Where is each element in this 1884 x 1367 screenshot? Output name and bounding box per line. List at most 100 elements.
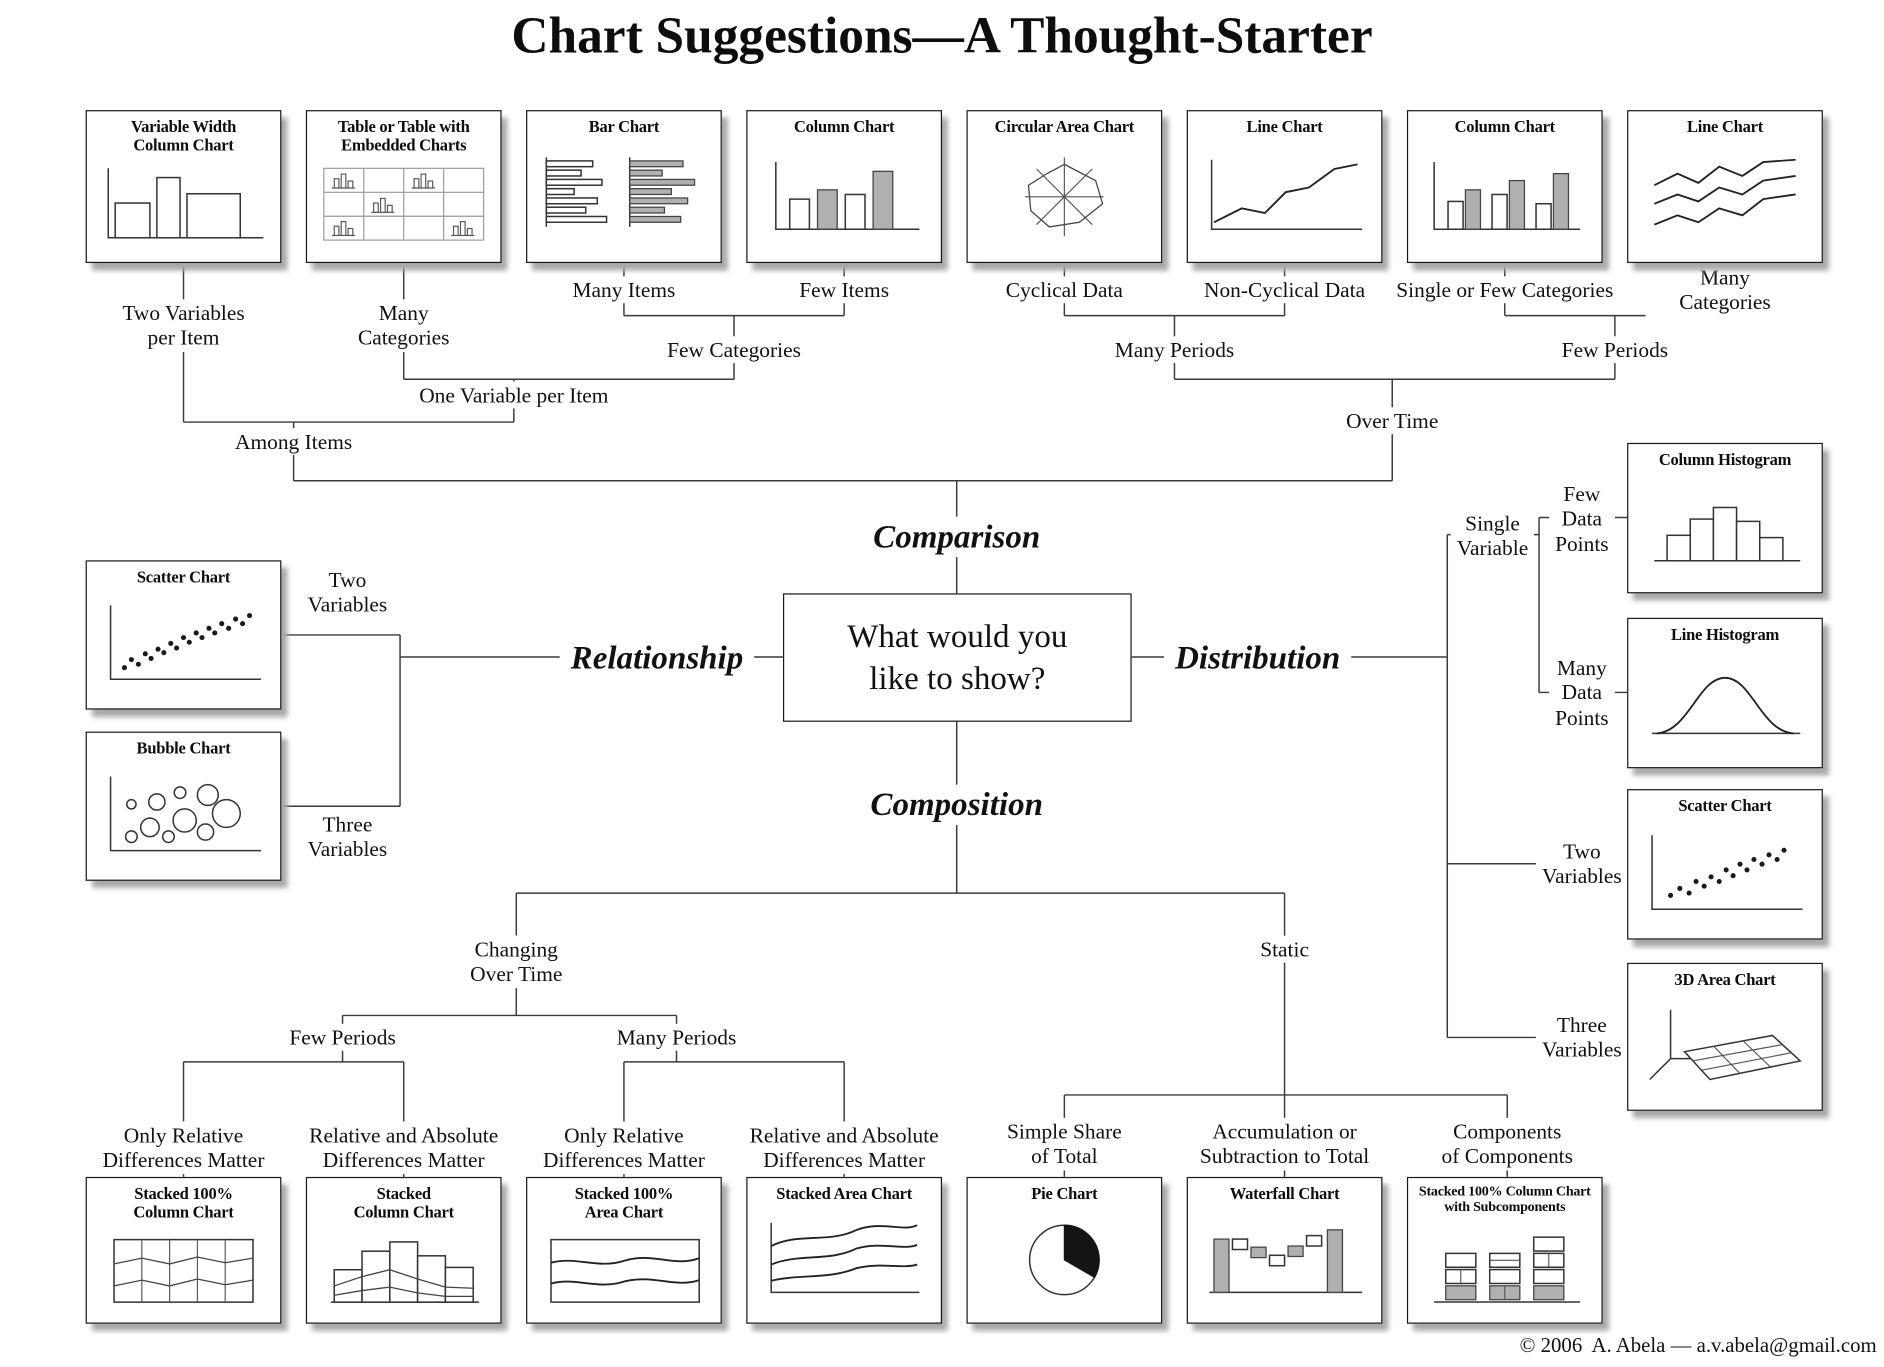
column-chart-icon [775, 161, 920, 230]
chart-box-title: Line Chart [1246, 117, 1323, 136]
branch-comparison: Comparison [862, 516, 1052, 558]
chart-box-bar-chart: Bar Chart [526, 110, 722, 264]
condition-two-variables-per-item: Two Variables per Item [116, 299, 251, 352]
line-histogram-icon [1652, 676, 1801, 734]
condition-many-data-points: Many Data Points [1548, 653, 1615, 731]
condition-non-cyclical-data: Non-Cyclical Data [1197, 276, 1372, 304]
chart-box-title: Line Chart [1686, 117, 1763, 136]
chart-box-pie: Pie Chart [966, 1176, 1163, 1324]
condition-few-data-points: Few Data Points [1548, 480, 1615, 558]
chart-box-scatter-distribution: Scatter Chart [1627, 789, 1823, 940]
embedded-table-chart-icon [323, 168, 485, 241]
condition-many-items: Many Items [566, 276, 682, 304]
chart-box-line-histogram: Line Histogram [1627, 617, 1823, 769]
condition-one-variable-per-item: One Variable per Item [413, 381, 615, 409]
condition-three-variables-relationship: Three Variables [301, 810, 394, 863]
condition-changing-over-time: Changing Over Time [464, 935, 569, 988]
condition-relative-absolute-few: Relative and Absolute Differences Matter [303, 1121, 505, 1174]
page-title: Chart Suggestions—A Thought-Starter [511, 8, 1373, 65]
chart-box-title: Circular Area Chart [994, 117, 1135, 136]
pie-chart-icon [1028, 1224, 1100, 1296]
chart-box-scatter: Scatter Chart [85, 560, 282, 710]
chart-box-bubble: Bubble Chart [85, 731, 282, 881]
chart-box-stacked-100-area: Stacked 100% Area Chart [526, 1176, 722, 1324]
condition-few-periods: Few Periods [1555, 336, 1675, 364]
condition-only-relative-few: Only Relative Differences Matter [96, 1121, 271, 1174]
condition-simple-share-of-total: Simple Share of Total [1000, 1117, 1128, 1170]
copyright-footer: © 2006 A. Abela — a.v.abela@gmail.com [1519, 1333, 1877, 1357]
stacked-100-area-chart-icon [550, 1238, 700, 1303]
stacked-column-chart-icon [330, 1240, 479, 1303]
chart-box-title: Pie Chart [1031, 1184, 1098, 1203]
chart-box-title: Stacked Column Chart [353, 1184, 455, 1222]
chart-box-column-chart: Column Chart [746, 110, 943, 264]
scatter-chart-icon [1651, 834, 1803, 910]
chart-box-title: Line Histogram [1670, 625, 1780, 644]
center-question: What would you like to show? [847, 617, 1068, 696]
chart-box-stacked-100-column: Stacked 100% Column Chart [85, 1176, 282, 1324]
condition-many-periods-composition: Many Periods [610, 1023, 743, 1052]
condition-few-categories: Few Categories [661, 336, 808, 364]
branch-relationship: Relationship [559, 637, 755, 679]
bubble-chart-icon [109, 776, 262, 852]
branch-distribution: Distribution [1164, 637, 1352, 679]
condition-among-items: Among Items [228, 428, 359, 456]
condition-accumulation-to-total: Accumulation or Subtraction to Total [1193, 1117, 1376, 1170]
chart-box-title: Table or Table with Embedded Charts [337, 117, 470, 155]
circular-area-chart-icon [1024, 157, 1104, 236]
line-chart-icon [1210, 159, 1363, 230]
chart-box-title: Column Histogram [1658, 450, 1792, 469]
chart-box-title: Stacked 100% Area Chart [574, 1184, 674, 1222]
chart-box-waterfall: Waterfall Chart [1186, 1176, 1383, 1324]
variable-width-column-chart-icon [107, 168, 264, 239]
condition-cyclical-data: Cyclical Data [999, 276, 1130, 304]
condition-single-or-few-categories: Single or Few Categories [1390, 276, 1620, 304]
condition-three-variables-distribution: Three Variables [1535, 1011, 1628, 1064]
chart-box-title: Scatter Chart [1678, 796, 1772, 815]
grouped-column-chart-icon [1433, 161, 1581, 230]
bar-chart-icon [545, 157, 696, 227]
condition-few-items: Few Items [793, 276, 896, 304]
condition-two-variables-relationship: Two Variables [301, 566, 394, 619]
chart-box-circular-area: Circular Area Chart [966, 110, 1163, 264]
branch-composition: Composition [859, 784, 1054, 826]
multi-line-chart-icon [1653, 158, 1796, 226]
chart-box-title: Waterfall Chart [1229, 1184, 1340, 1203]
chart-box-line-chart: Line Chart [1186, 110, 1383, 264]
center-question-box: What would you like to show? [782, 593, 1132, 722]
condition-many-periods: Many Periods [1108, 336, 1241, 364]
condition-relative-absolute-many: Relative and Absolute Differences Matter [743, 1121, 945, 1174]
chart-box-column-histogram: Column Histogram [1627, 442, 1823, 594]
condition-only-relative-many: Only Relative Differences Matter [536, 1121, 711, 1174]
scatter-chart-icon [109, 605, 262, 681]
chart-box-title: 3D Area Chart [1674, 970, 1776, 989]
stacked-100-column-subcomponents-icon [1434, 1235, 1581, 1303]
chart-box-grouped-column: Column Chart [1406, 110, 1603, 264]
chart-box-embedded-table: Table or Table with Embedded Charts [305, 110, 502, 264]
chart-box-stacked-area: Stacked Area Chart [746, 1176, 943, 1324]
chart-box-stacked-100-subcomponents: Stacked 100% Column Chart with Subcompon… [1406, 1176, 1603, 1324]
condition-two-variables-distribution: Two Variables [1535, 837, 1628, 890]
condition-many-categories-line: Many Categories [1645, 263, 1805, 317]
column-histogram-icon [1654, 506, 1801, 562]
chart-box-title: Bubble Chart [136, 738, 231, 758]
chart-box-title: Column Chart [793, 117, 895, 136]
chart-box-title: Variable Width Column Chart [130, 117, 237, 155]
chart-box-multi-line: Line Chart [1627, 110, 1823, 264]
condition-components-of-components: Components of Components [1435, 1117, 1580, 1170]
chart-box-title: Scatter Chart [136, 567, 231, 587]
stacked-area-chart-icon [770, 1223, 920, 1294]
condition-over-time: Over Time [1340, 407, 1445, 435]
condition-many-categories-table: Many Categories [351, 299, 456, 352]
chart-box-3d-area: 3D Area Chart [1627, 962, 1823, 1111]
condition-static: Static [1254, 935, 1316, 963]
chart-box-variable-width-column: Variable Width Column Chart [85, 110, 282, 264]
chart-box-title: Stacked 100% Column Chart [133, 1184, 234, 1222]
condition-few-periods-composition: Few Periods [283, 1023, 402, 1052]
waterfall-chart-icon [1209, 1229, 1363, 1294]
chart-box-title: Column Chart [1454, 117, 1556, 136]
stacked-100-column-chart-icon [113, 1238, 254, 1303]
area-3d-chart-icon [1649, 1009, 1802, 1080]
chart-box-stacked-column: Stacked Column Chart [305, 1176, 502, 1324]
